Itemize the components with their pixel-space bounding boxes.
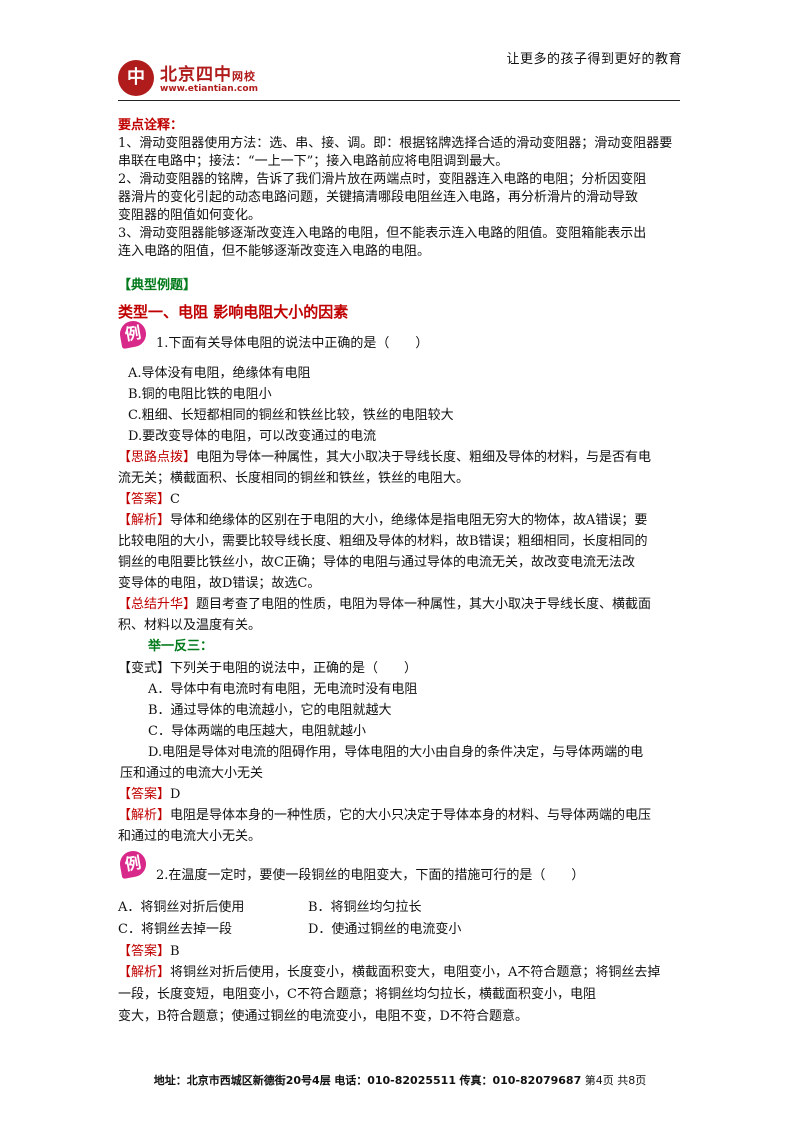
answer-tag: 【答案】 (118, 944, 171, 959)
option: C．将铜丝去掉一段 (118, 922, 232, 937)
analysis-text: 导体和绝缘体的区别在于电阻的大小，绝缘体是指电阻无穷大的物体，故A错误；要 (170, 513, 648, 528)
analysis-text: 电阻是导体本身的一种性质，它的大小只决定于导体本身的材料、与导体两端的电压 (170, 808, 652, 823)
footer-fax: 传真：010-82079687 (459, 1074, 582, 1087)
option-continued: 压和通过的电流大小无关 (120, 766, 264, 781)
main-content: 要点诠释： 1、滑动变阻器使用方法：选、串、接、调。即：根据铭牌选择合适的滑动变… (117, 117, 682, 1028)
answer-value: B (170, 944, 180, 959)
option: B．将铜丝均匀拉长 (308, 900, 422, 915)
option: D．使通过铜丝的电流变小 (308, 922, 462, 937)
answer-tag: 【答案】 (118, 787, 171, 802)
footer-total-pages: 共8页 (617, 1074, 647, 1087)
option: A.导体没有电阻，绝缘体有电阻 (128, 366, 311, 381)
key-points-body: 1、滑动变阻器使用方法：选、串、接、调。即：根据铭牌选择合适的滑动变阻器；滑动变… (118, 135, 682, 261)
key-point-line: 连入电路的阻值，但不能够逐渐改变连入电路的电阻。 (118, 244, 431, 259)
logo-url: www.etiantian.com (160, 84, 258, 94)
logo-suffix: 网校 (232, 70, 256, 83)
summary-text: 题目考查了电阻的性质，电阻为导体一种属性，其大小取决于导线长度、横截面 (196, 597, 652, 612)
example-badge-icon: 例 (117, 848, 149, 880)
analysis-text: 将铜丝对折后使用，长度变小，横截面积变大，电阻变小，A不符合题意；将铜丝去掉 (170, 965, 661, 980)
key-point-line: 变阻器的阻值如何变化。 (118, 208, 262, 223)
site-logo[interactable]: 中 北京四中网校 www.etiantian.com (118, 60, 318, 102)
answer-value: C (170, 492, 180, 507)
example-2-question: 2.在温度一定时，要使一段铜丝的电阻变大，下面的措施可行的是（ ） (156, 868, 585, 883)
option: B.铜的电阻比铁的电阻小 (128, 387, 272, 402)
option: C.粗细、长短都相同的铜丝和铁丝比较，铁丝的电阻较大 (128, 408, 454, 423)
logo-name: 北京四中网校 (160, 60, 256, 85)
logo-name-text: 北京四中 (160, 65, 232, 85)
key-point-line: 串联在电路中；接法：“一上一下”；接入电路前应将电阻调到最大。 (118, 154, 509, 169)
summary-text: 积、材料以及温度有关。 (118, 618, 262, 633)
variant-question: 下列关于电阻的说法中，正确的是（ ） (170, 661, 418, 676)
analysis-text: 变大，B符合题意；使通过铜丝的电流变小，电阻不变，D不符合题意。 (118, 1009, 528, 1024)
key-point-line: 器滑片的变化引起的动态电路问题，关键搞清哪段电阻丝连入电路，再分析滑片的滑动导致 (118, 190, 639, 205)
example-1-hint: 【思路点拨】电阻为导体一种属性，其大小取决于导线长度、粗细及导体的材料，与是否有… (118, 447, 682, 489)
hint-tag: 【思路点拨】 (118, 450, 197, 465)
answer-tag: 【答案】 (118, 492, 171, 507)
key-point-line: 1、滑动变阻器使用方法：选、串、接、调。即：根据铭牌选择合适的滑动变阻器；滑动变… (118, 136, 673, 151)
logo-mark-icon: 中 (118, 60, 154, 96)
hint-text: 电阻为导体一种属性，其大小取决于导线长度、粗细及导体的材料，与是否有电 (196, 450, 652, 465)
analysis-text: 变导体的电阻，故D错误；故选C。 (118, 576, 321, 591)
header-slogan: 让更多的孩子得到更好的教育 (506, 52, 682, 67)
example-2-analysis: 【解析】将铜丝对折后使用，长度变小，横截面积变大，电阻变小，A不符合题意；将铜丝… (118, 962, 682, 1028)
analysis-text: 铜丝的电阻要比铁丝小，故C正确；导体的电阻与通过导体的电流无关，故改变电流无法改 (118, 555, 635, 570)
option: A．将铜丝对折后使用 (118, 900, 245, 915)
example-1-header: 例 1.下面有关导体电阻的说法中正确的是（ ） (117, 318, 682, 357)
key-point-line: 3、滑动变阻器能够逐渐改变连入电路的电阻，但不能表示连入电路的阻值。变阻箱能表示… (118, 226, 647, 241)
option: D.电阻是导体对电流的阻碍作用，导体电阻的大小由自身的条件决定，与导体两端的电 (148, 745, 644, 760)
example-2-options: A．将铜丝对折后使用 B．将铜丝均匀拉长 C．将铜丝去掉一段 D．使通过铜丝的电流变… (118, 897, 682, 941)
footer-phone: 电话：010-82025511 (334, 1074, 456, 1087)
header-divider (118, 100, 680, 101)
analysis-text: 一段，长度变短，电阻变小，C不符合题意；将铜丝均匀拉长，横截面积变小，电阻 (118, 987, 596, 1002)
example-1-analysis: 【解析】导体和绝缘体的区别在于电阻的大小，绝缘体是指电阻无穷大的物体，故A错误；… (118, 510, 682, 594)
page-footer: 地址：北京市西城区新德街20号4层 电话：010-82025511 传真：010… (0, 1072, 800, 1088)
analysis-text: 比较电阻的大小，需要比较导线长度、粗细及导体的材料，故B错误；粗细相同，长度相同… (118, 534, 648, 549)
option: C．导体两端的电压越大，电阻就越小 (148, 724, 366, 739)
option: B．通过导体的电流越小，它的电阻就越大 (148, 703, 392, 718)
summary-tag: 【总结升华】 (118, 597, 197, 612)
type1-title: 类型一、电阻 影响电阻大小的因素 (118, 303, 349, 321)
example-2-header: 例 2.在温度一定时，要使一段铜丝的电阻变大，下面的措施可行的是（ ） (117, 847, 682, 887)
analysis-tag: 【解析】 (118, 513, 171, 528)
answer-value: D (170, 787, 181, 802)
typical-examples-title: 【典型例题】 (118, 278, 197, 293)
example-badge-icon: 例 (117, 318, 149, 350)
footer-address: 地址：北京市西城区新德街20号4层 (153, 1074, 331, 1087)
variant-block: 【变式】下列关于电阻的说法中，正确的是（ ） A．导体中有电流时有电阻，无电流时… (118, 658, 682, 847)
analysis-tag: 【解析】 (118, 808, 171, 823)
option: D.要改变导体的电阻，可以改变通过的电流 (128, 429, 377, 444)
example-1-question: 1.下面有关导体电阻的说法中正确的是（ ） (156, 336, 429, 351)
hint-text: 流无关；横截面积、长度相同的铜丝和铁丝，铁丝的电阻大。 (118, 471, 470, 486)
example-1-options: A.导体没有电阻，绝缘体有电阻 B.铜的电阻比铁的电阻小 C.粗细、长短都相同的… (118, 363, 682, 447)
example-1-summary: 【总结升华】题目考查了电阻的性质，电阻为导体一种属性，其大小取决于导线长度、横截… (118, 594, 682, 636)
analysis-text: 和通过的电流大小无关。 (118, 829, 262, 844)
option: A．导体中有电流时有电阻，无电流时没有电阻 (148, 682, 418, 697)
practice-title: 举一反三： (148, 639, 214, 654)
variant-tag: 【变式】 (118, 661, 171, 676)
key-point-line: 2、滑动变阻器的铭牌，告诉了我们滑片放在两端点时，变阻器连入电路的电阻；分析因变… (118, 172, 647, 187)
key-points-title: 要点诠释： (118, 118, 184, 133)
footer-page-number: 第4页 (584, 1074, 614, 1087)
analysis-tag: 【解析】 (118, 965, 171, 980)
